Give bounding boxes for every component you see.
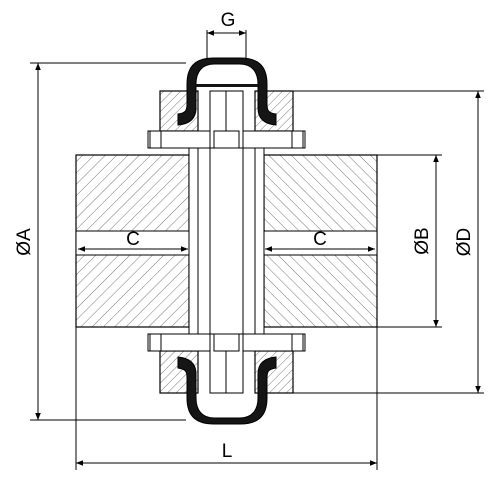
dimension-c-left: C bbox=[78, 229, 188, 252]
dimension-b: ØB bbox=[377, 154, 442, 328]
top-center-plates bbox=[209, 90, 244, 149]
label-l: L bbox=[222, 441, 233, 462]
dimension-g: G bbox=[206, 10, 247, 60]
label-c-right: C bbox=[313, 229, 327, 250]
bottom-right-flange bbox=[242, 333, 306, 394]
label-c-left: C bbox=[126, 229, 140, 250]
center-gap bbox=[188, 147, 265, 335]
dimension-l: L bbox=[75, 327, 378, 470]
label-d: ØD bbox=[454, 228, 475, 257]
dimension-c-right: C bbox=[265, 229, 375, 252]
dimension-a: ØA bbox=[14, 62, 186, 421]
bottom-center-plates bbox=[209, 333, 244, 394]
label-a: ØA bbox=[14, 228, 35, 256]
label-b: ØB bbox=[412, 227, 433, 254]
bottom-sleeve bbox=[177, 356, 277, 425]
top-sleeve bbox=[177, 57, 277, 126]
label-g: G bbox=[221, 10, 236, 31]
dimension-d: ØD bbox=[293, 90, 484, 394]
